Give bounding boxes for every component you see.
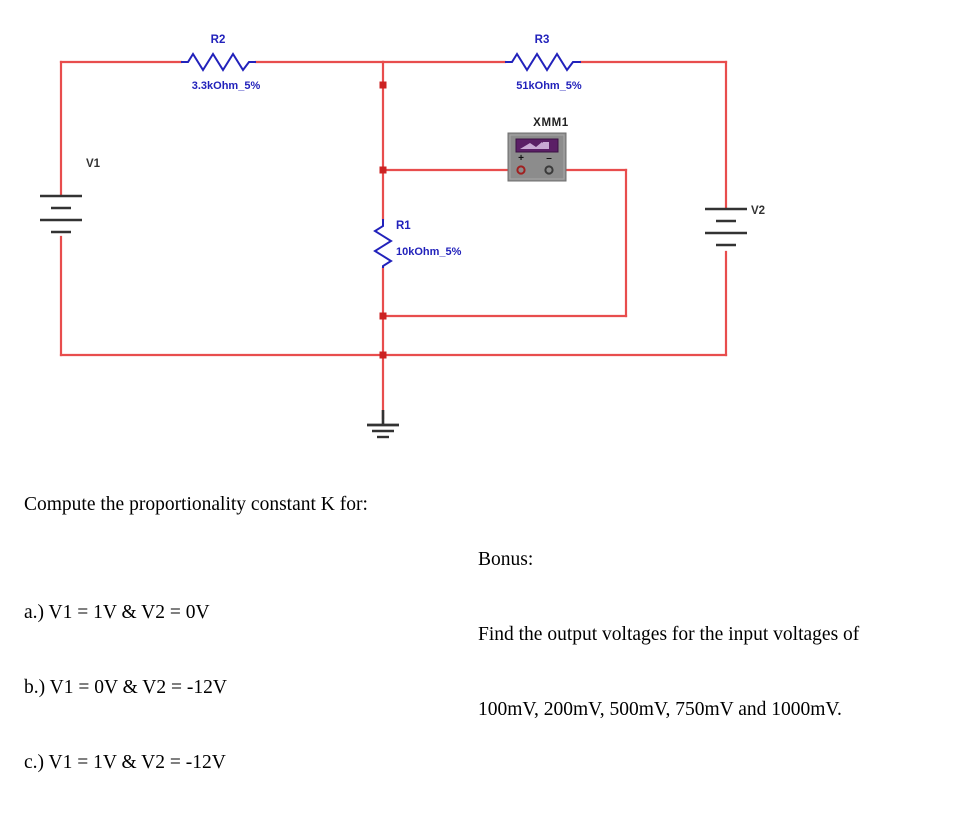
multimeter-display-graphic <box>520 142 548 149</box>
question-left-heading: Compute the proportionality constant K f… <box>24 494 368 515</box>
junction-dots <box>379 81 387 359</box>
component-V1: V1 <box>40 158 101 234</box>
component-label-R2: R2 <box>211 34 226 46</box>
bonus-line-1: Find the output voltages for the input v… <box>478 624 860 645</box>
resistor-zigzag-R1 <box>373 219 393 268</box>
multimeter-plus-sign: + <box>518 153 524 164</box>
multimeter-terminal-plus <box>516 165 526 175</box>
resistor-zigzag-R3 <box>505 52 581 72</box>
component-V2: V2 <box>705 205 765 247</box>
multimeter-minus-sign: – <box>546 153 552 164</box>
multimeter-display <box>515 138 559 153</box>
source-label-V2: V2 <box>751 205 765 217</box>
junction-top-center <box>379 81 387 89</box>
circuit-schematic: R2 3.3kOhm_5% R3 51kOhm_5% R1 10kOhm_5% <box>40 34 765 439</box>
component-R3: R3 51kOhm_5% <box>505 34 582 92</box>
component-value-R2: 3.3kOhm_5% <box>192 80 261 92</box>
junction-bottom-center <box>379 351 387 359</box>
resistor-zigzag-R2 <box>181 52 256 72</box>
component-label-R1: R1 <box>396 220 411 232</box>
component-value-R3: 51kOhm_5% <box>516 80 582 92</box>
instrument-label-XMM1: XMM1 <box>533 117 569 129</box>
component-label-R3: R3 <box>535 34 550 46</box>
question-left-list: a.) V1 = 1V & V2 = 0V b.) V1 = 0V & V2 =… <box>24 550 227 825</box>
bonus-heading: Bonus: <box>478 549 534 570</box>
component-R2: R2 3.3kOhm_5% <box>181 34 260 92</box>
component-value-R1: 10kOhm_5% <box>396 246 462 258</box>
question-right-block: Bonus: Find the output voltages for the … <box>478 497 859 772</box>
multimeter-terminal-minus <box>544 165 554 175</box>
bonus-line-2: 100mV, 200mV, 500mV, 750mV and 1000mV. <box>478 699 842 720</box>
multimeter-body-highlight <box>509 134 565 180</box>
source-label-V1: V1 <box>86 158 101 170</box>
junction-meter-tap <box>379 166 387 174</box>
question-item-a: a.) V1 = 1V & V2 = 0V <box>24 602 210 623</box>
wire-network <box>59 60 728 420</box>
page-root: R2 3.3kOhm_5% R3 51kOhm_5% R1 10kOhm_5% <box>24 34 859 773</box>
multimeter-display-block <box>543 142 549 149</box>
component-R1: R1 10kOhm_5% <box>373 219 462 268</box>
junction-meter-return <box>379 312 387 320</box>
component-XMM1[interactable]: XMM1 + – <box>507 117 569 182</box>
question-item-b: b.) V1 = 0V & V2 = -12V <box>24 677 227 698</box>
question-item-c: c.) V1 = 1V & V2 = -12V <box>24 752 226 773</box>
component-ground <box>367 410 399 439</box>
